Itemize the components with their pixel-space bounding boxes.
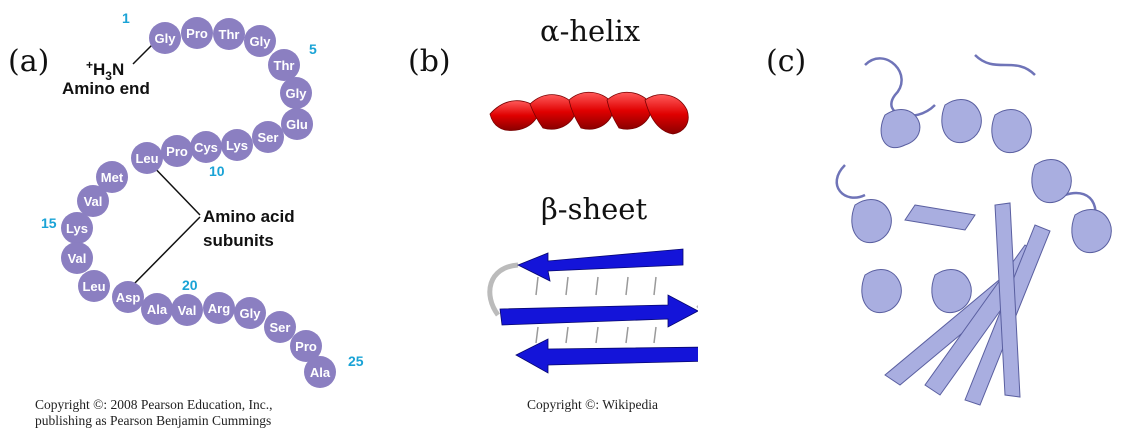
residue-label: Ala [147,302,168,317]
copyright-b: Copyright ©: Wikipedia [527,397,658,412]
residue-label: Arg [208,301,230,316]
residue-bead [190,131,222,163]
residue-label: Pro [295,339,317,354]
residue-label: Pro [166,144,188,159]
residue-bead [78,270,110,302]
copyright-a-line2: publishing as Pearson Benjamin Cummings [35,413,272,428]
sheet-title: β-sheet [541,192,648,226]
residue-label: Cys [194,140,218,155]
amino-end-subscript: 3 [105,69,112,83]
helix-title: α-helix [540,14,641,48]
position-number: 25 [348,353,364,369]
residue-bead [181,17,213,49]
residue-bead [112,281,144,313]
residue-bead [77,185,109,217]
residue-label: Thr [219,27,240,42]
svg-text:+H3N: +H3N [86,58,124,83]
amino-end-bond [132,43,154,65]
panel-label-a: (a) [8,44,50,79]
residue-label: Gly [286,86,308,101]
residue-bead [281,108,313,140]
protein-tertiary-structure [835,54,1112,406]
residue-label: Glu [286,117,308,132]
residue-bead [252,121,284,153]
residue-bead [221,129,253,161]
residue-label: Ala [310,365,331,380]
residue-bead [264,311,296,343]
amino-end-n: N [112,60,124,79]
panel-label-b: (b) [408,44,451,79]
beta-sheet-ribbon [487,248,698,374]
subunits-label-line2: subunits [203,231,274,250]
residue-bead [203,292,235,324]
panel-label-c: (c) [766,44,807,79]
residue-bead [141,293,173,325]
residue-bead [213,18,245,50]
residue-bead [61,212,93,244]
residue-label: Ser [270,320,291,335]
residue-label: Gly [240,306,262,321]
residue-label: Met [101,170,124,185]
amino-end-group: +H3N Amino end [62,43,154,98]
residue-bead [290,330,322,362]
residue-label: Pro [186,26,208,41]
alpha-helix-ribbon [489,92,689,135]
position-number: 5 [309,41,317,57]
residue-bead [304,356,336,388]
amino-end-h: H [93,60,105,79]
copyright-a-line1: Copyright ©: 2008 Pearson Education, Inc… [35,397,273,412]
position-number: 15 [41,215,57,231]
residue-label: Gly [250,34,272,49]
position-number: 1 [122,10,130,26]
position-number: 10 [209,163,225,179]
residue-bead [61,242,93,274]
residue-bead [96,161,128,193]
position-number: 20 [182,277,198,293]
residue-bead [280,77,312,109]
residue-bead [234,297,266,329]
residue-label: Thr [274,58,295,73]
residue-label: Val [178,303,197,318]
residue-bead [149,22,181,54]
residue-bead [268,49,300,81]
residue-bead [244,25,276,57]
residue-bead [131,142,163,174]
residue-label: Val [68,251,87,266]
residue-label: Gly [155,31,177,46]
amino-end-label: Amino end [62,79,150,98]
residue-label: Ser [258,130,279,145]
residue-bead [161,135,193,167]
residue-label: Lys [226,138,248,153]
residue-label: Asp [116,290,141,305]
subunit-pointer-lower [129,216,201,289]
amino-end-charge: + [86,58,93,72]
residue-label: Val [84,194,103,209]
residue-label: Leu [82,279,105,294]
residue-bead [171,294,203,326]
subunits-label-line1: Amino acid [203,207,295,226]
residue-label: Lys [66,221,88,236]
residue-label: Leu [135,151,158,166]
